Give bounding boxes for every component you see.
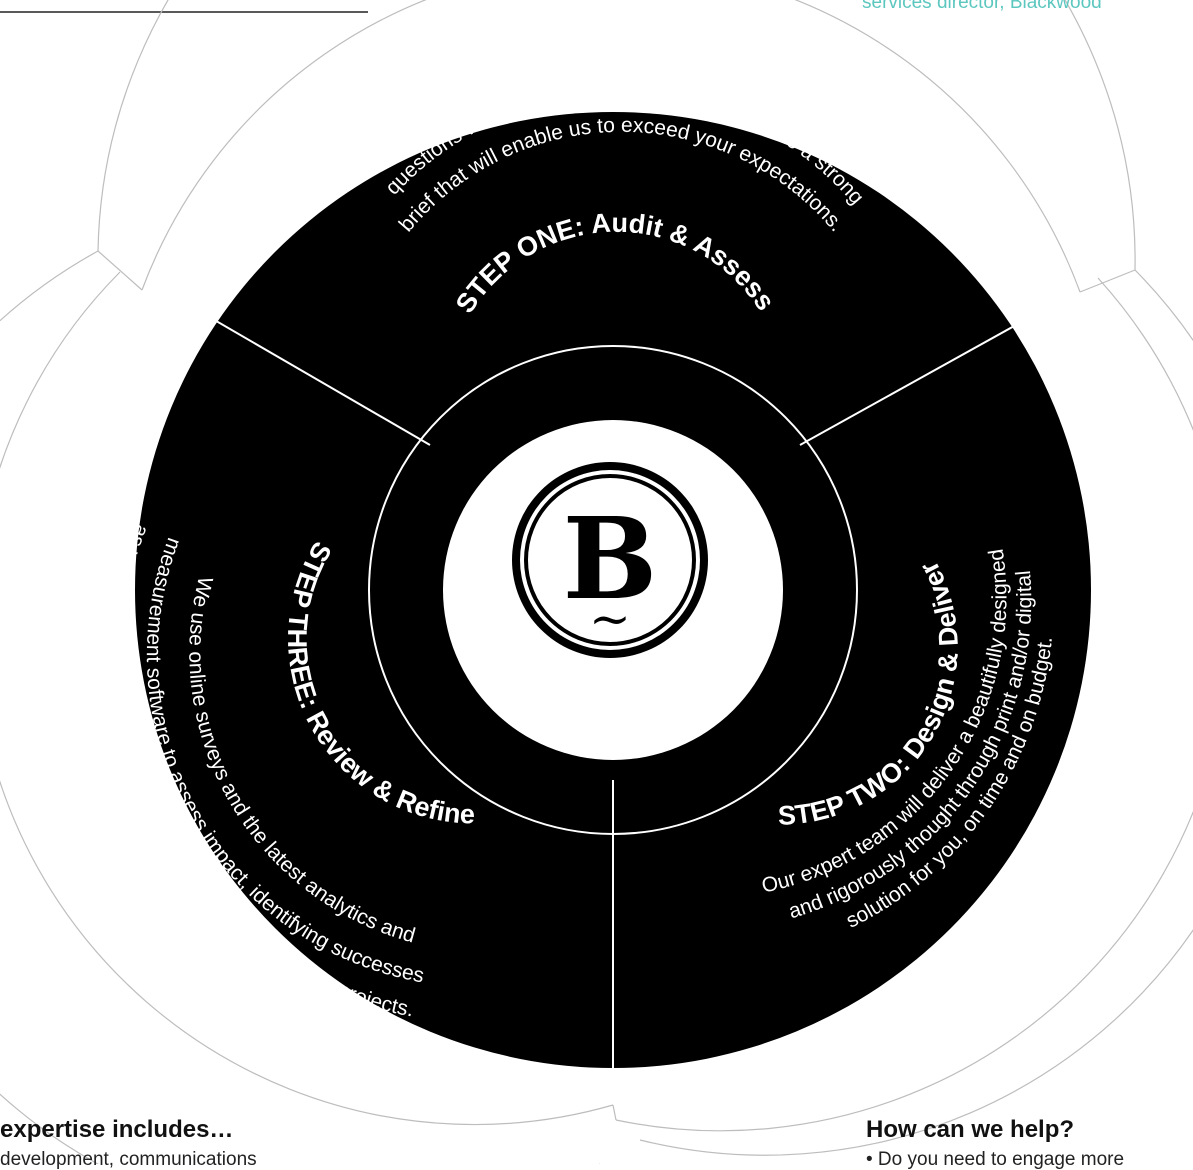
outline-band-top xyxy=(97,0,1136,271)
expertise-heading: expertise includes… xyxy=(0,1116,234,1143)
outline-band-right-inner xyxy=(639,269,1193,1156)
top-right-partial-credit: services director, Blackwood xyxy=(862,0,1102,13)
logo-letter: B xyxy=(563,494,658,625)
logo-emblem: B ~ xyxy=(512,462,708,658)
expertise-line: development, communications xyxy=(0,1149,257,1170)
divider-left xyxy=(179,299,431,446)
help-heading: How can we help? xyxy=(866,1116,1075,1143)
segment-dividers xyxy=(179,299,1053,1068)
logo-white-gap xyxy=(520,470,700,650)
divider-right xyxy=(799,304,1053,446)
help-bullet: • Do you need to engage more xyxy=(866,1149,1125,1170)
logo-inner-ring xyxy=(524,474,696,646)
logo-swash: ~ xyxy=(589,590,631,648)
outline-band-right xyxy=(615,277,1193,1132)
outline-band-left-inner xyxy=(0,271,614,1126)
outline-band-top-inner xyxy=(141,0,1081,293)
